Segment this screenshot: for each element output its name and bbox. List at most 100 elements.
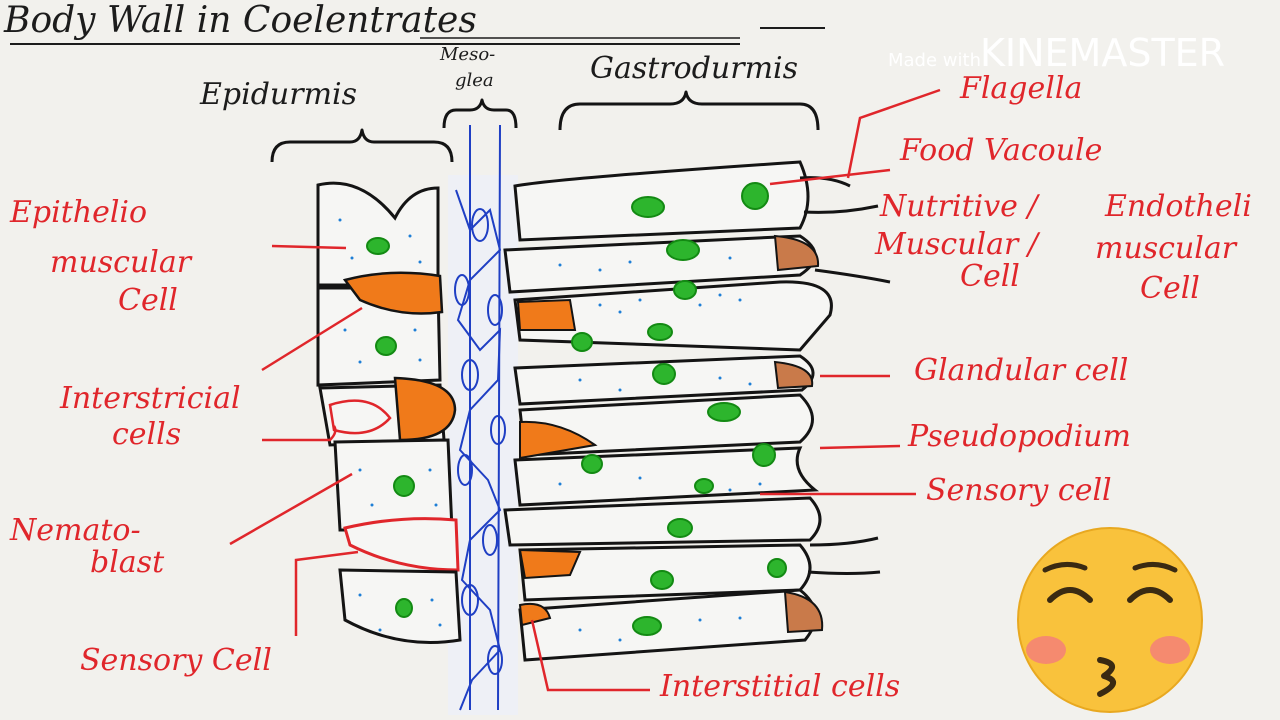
nucleus (375, 336, 397, 356)
emoji-brow-right (1132, 562, 1178, 573)
nucleus (767, 558, 787, 578)
label-endothelio-3: Cell (1140, 271, 1200, 306)
label-epithelio-3: Cell (118, 283, 178, 318)
interstitial-cluster-top (342, 271, 444, 315)
pointer-food-vacuole (769, 168, 891, 186)
nucleus (393, 475, 415, 497)
diagram-title: Body Wall in Coelentrates (3, 0, 477, 41)
glandular-granules-2 (773, 360, 814, 390)
brace-mesoglea (442, 98, 518, 129)
mesoglea-cell (487, 645, 503, 675)
interstitial-cell-outline (328, 399, 392, 435)
label-nemato-2: blast (90, 545, 165, 580)
nucleus (581, 454, 603, 474)
emoji-brow-left (1042, 562, 1088, 573)
interstitial-cluster-mid (393, 376, 457, 442)
nucleus (666, 239, 700, 261)
nucleus (650, 570, 674, 590)
mesoglea-cell (471, 208, 489, 242)
flagellum (814, 268, 891, 284)
interstitial-cluster-g4 (518, 602, 552, 627)
emoji-eye-left (1047, 587, 1093, 603)
nucleus (366, 237, 390, 255)
emoji-lips (1097, 657, 1116, 697)
flagellum (807, 570, 881, 575)
epidermis-layer (316, 181, 462, 644)
mesoglea-cell (490, 415, 506, 445)
mesoglea-cell (457, 454, 473, 486)
glandular-granules-1 (773, 234, 820, 272)
emoji-eye-right (1127, 587, 1173, 603)
label-endothelio-2: muscular (1095, 231, 1238, 266)
mesoglea-cell (461, 359, 479, 391)
nucleus (652, 363, 676, 385)
pointer-epithelio (271, 244, 347, 250)
label-pseudopodium: Pseudopodium (907, 419, 1131, 454)
pointer-sensory-left (294, 550, 359, 636)
label-sensory-left: Sensory Cell (80, 643, 272, 678)
gastro-nuclei (571, 182, 787, 636)
pointer-interstitial-2 (262, 425, 337, 442)
label-epithelio-1: Epithelio (9, 195, 147, 230)
mesoglea-cell (482, 524, 498, 556)
nucleus (632, 616, 662, 636)
label-interstitial-bottom: Interstitial cells (659, 669, 900, 704)
mesoglea-zigzag (455, 189, 502, 711)
sensory-gastro-cell (503, 496, 822, 547)
brace-gastrodermis (558, 90, 820, 131)
label-glandular: Glandular cell (914, 353, 1128, 388)
interstitial-cluster-g1 (516, 298, 577, 331)
flagellum (799, 176, 851, 188)
brace-epidermis (270, 128, 454, 163)
label-food-vacuole: Food Vacoule (899, 133, 1102, 168)
label-endothelio-1: Endotheli (1104, 189, 1252, 224)
gastro-dots (558, 256, 762, 642)
pointer-interstitial (261, 306, 363, 372)
emoji-blush-left (1026, 636, 1066, 664)
pointer-pseudopodium (819, 444, 901, 450)
header-mesoglea-2: glea (455, 70, 494, 91)
nucleus (707, 402, 741, 422)
label-flagella: Flagella (959, 71, 1082, 106)
nucleus (571, 332, 593, 352)
nematoblast (343, 517, 460, 572)
pointer-nematoblast (229, 472, 353, 546)
header-mesoglea-1: Meso- (439, 44, 495, 65)
epithelio-muscular-cell (316, 181, 440, 287)
interstitial-cluster-g3 (518, 548, 582, 580)
label-nutritive-3: Cell (960, 259, 1020, 294)
label-epithelio-2: muscular (50, 245, 193, 280)
food-vacuole (741, 182, 769, 210)
mesoglea-cell (461, 584, 479, 616)
label-nutritive-1: Nutritive / (879, 189, 1040, 224)
flagellum (809, 536, 879, 547)
mesoglea-cell (487, 294, 503, 326)
flagellum (803, 204, 879, 214)
watermark-made-with: Made with (888, 50, 981, 71)
emoji-blush-right (1150, 636, 1190, 664)
emoji-face (1017, 527, 1203, 713)
mesoglea-fibres (469, 124, 501, 711)
label-nutritive-2: Muscular / (874, 227, 1041, 262)
header-epidermis: Epidurmis (199, 77, 357, 112)
epidermis-nuclei (366, 237, 415, 618)
label-nemato-1: Nemato- (9, 513, 141, 548)
flagella (799, 176, 891, 575)
nucleus (647, 323, 673, 341)
watermark-brand: KINEMASTER (980, 31, 1225, 75)
interstitial-cluster-g2 (519, 420, 598, 460)
nutritive-cell-3 (513, 280, 833, 352)
pointer-interstitial-bottom (530, 619, 650, 692)
header-gastrodermis: Gastrodurmis (590, 51, 798, 86)
nucleus (694, 478, 714, 494)
mesoglea-cell (454, 274, 470, 306)
epidermis-dots (338, 218, 442, 632)
nutritive-cell-6 (518, 588, 817, 662)
label-interstitial-2: cells (112, 417, 181, 452)
nucleus (631, 196, 665, 218)
kissing-face-icon (1017, 527, 1203, 713)
nucleus (673, 280, 697, 300)
glandular-granules-3 (783, 590, 824, 634)
